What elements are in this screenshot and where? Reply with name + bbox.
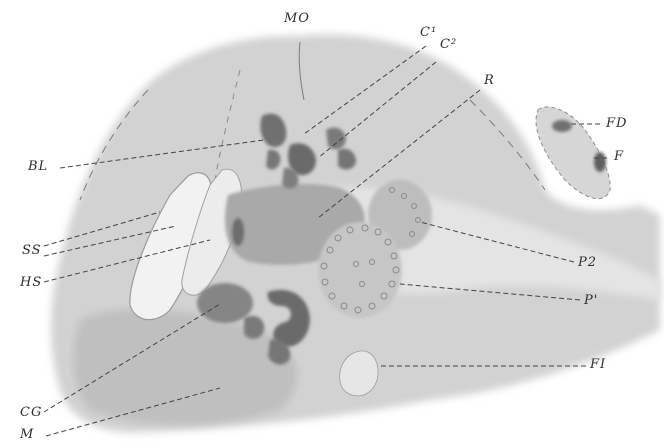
label-bl: BL (28, 160, 48, 173)
label-ss: SS (22, 244, 42, 257)
label-r: R (484, 74, 495, 87)
f-spot (594, 152, 606, 172)
label-hs: HS (20, 276, 42, 289)
label-fd: FD (606, 117, 627, 130)
label-p1: P' (584, 294, 598, 307)
label-c2: C² (440, 38, 457, 51)
r-dark-spot (232, 218, 244, 246)
label-m: M (20, 428, 34, 441)
label-f: F (614, 150, 624, 163)
cg-body (197, 283, 253, 323)
fd-spot (552, 120, 572, 132)
p1-body (318, 222, 402, 318)
label-p2: P2 (578, 256, 597, 269)
label-fi: FI (590, 358, 606, 371)
label-cg: CG (20, 406, 42, 419)
label-mo: MO (284, 12, 310, 25)
label-c1: C¹ (420, 26, 437, 39)
